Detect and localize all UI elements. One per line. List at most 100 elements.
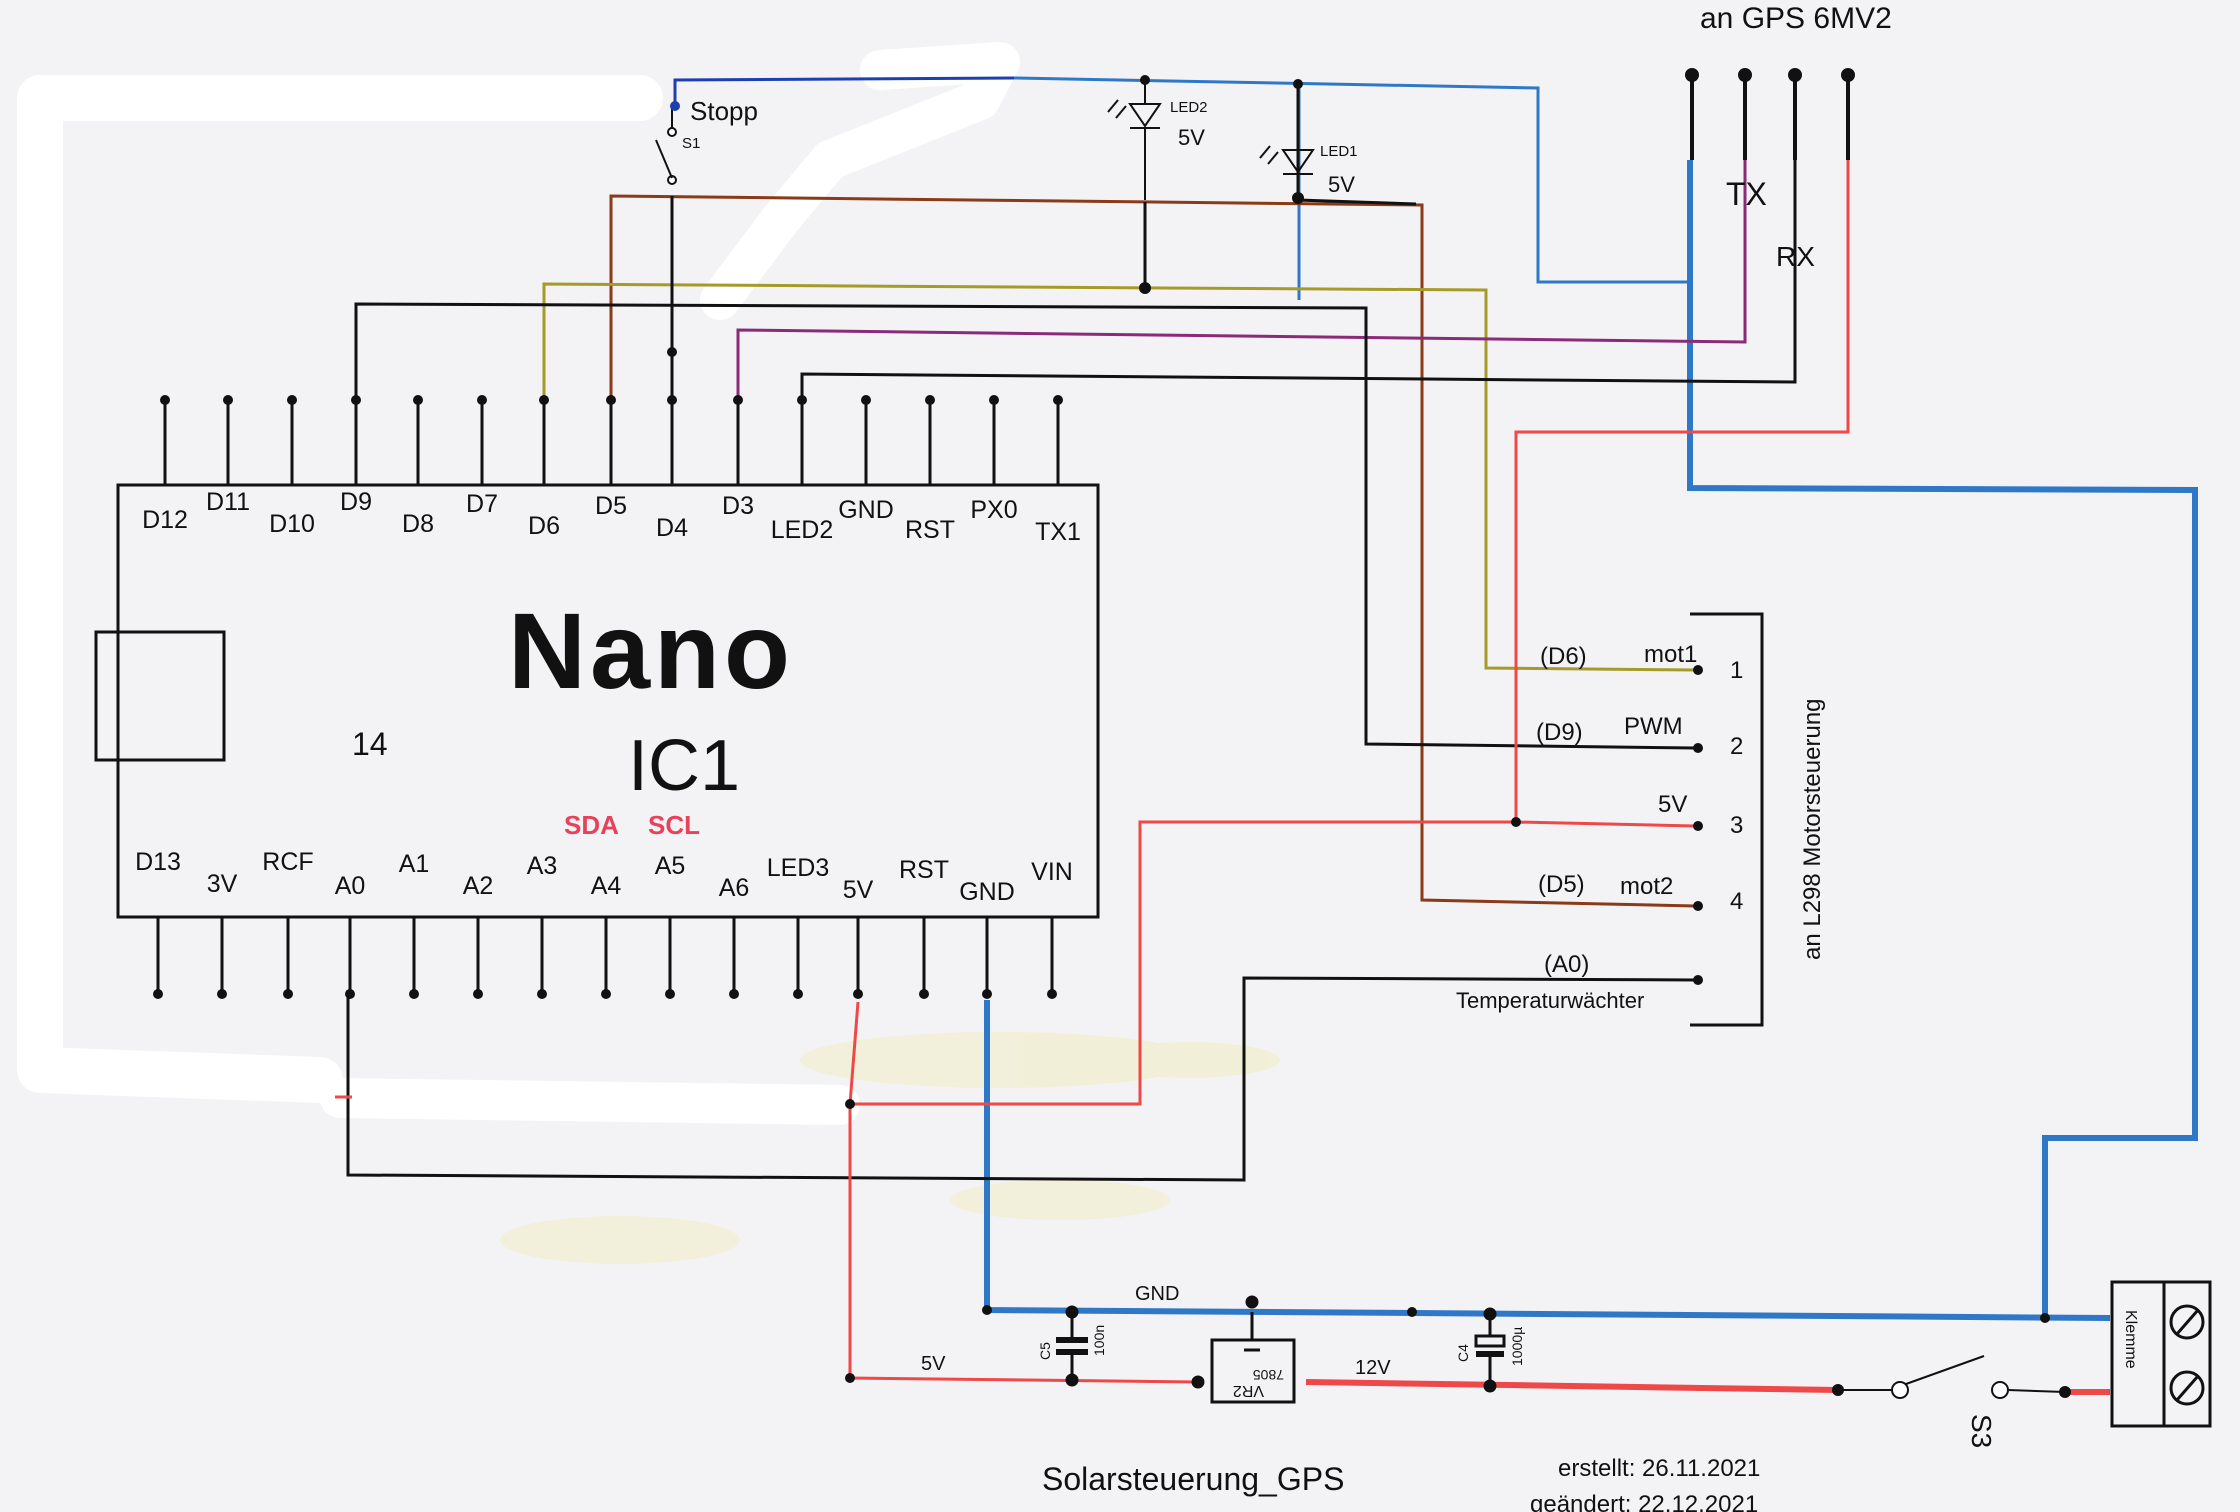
- motor-title: an L298 Motorsteuerung: [1799, 698, 1826, 960]
- gps-tx-label: TX: [1726, 176, 1767, 212]
- nano-bottom-pin-label: 5V: [843, 876, 874, 904]
- gps-title: an GPS 6MV2: [1700, 2, 1892, 35]
- motor-terminals: [1693, 665, 1703, 985]
- nano-bottom-pin-a1: A1: [399, 850, 429, 999]
- led2-ref: LED2: [1170, 99, 1208, 116]
- nano-top-pin-gnd: GND: [838, 395, 894, 524]
- wire-olive: [542, 282, 1696, 672]
- power-gnd-label: GND: [1135, 1283, 1179, 1305]
- switch-s1-ref: S1: [682, 135, 700, 152]
- nano-usb-port: [94, 630, 226, 762]
- wire-black: [346, 78, 1797, 1182]
- capacitor-c5: [1056, 1305, 1088, 1387]
- gps-connector-pins: [1685, 68, 1855, 160]
- nano-bottom-pin-a4: A4: [591, 872, 622, 999]
- nano-top-pin-d8: D8: [402, 395, 434, 538]
- nano-bottom-pin-label: LED3: [767, 854, 830, 882]
- wire-stopp-dark-blue: [673, 76, 1015, 105]
- nano-bottom-pin-label: 3V: [207, 870, 238, 898]
- led1-voltage: 5V: [1328, 172, 1355, 197]
- nano-top-pin-label: D7: [466, 490, 498, 518]
- nano-top-pin-d12: D12: [142, 395, 188, 534]
- c4-value: 1000µ: [1509, 1327, 1525, 1366]
- c5-ref: C5: [1037, 1342, 1053, 1360]
- nano-bottom-pin-label: RCF: [262, 848, 313, 876]
- nano-bottom-pin-d13: D13: [135, 848, 181, 999]
- terminal-label: Klemme: [2122, 1310, 2139, 1369]
- gps-rx-label: RX: [1776, 241, 1815, 272]
- motor-row4-number: 4: [1730, 888, 1743, 915]
- nano-bottom-pin-label: A6: [719, 874, 750, 902]
- nano-bottom-pin-label: A2: [463, 872, 494, 900]
- nano-bottom-pin-vin: VIN: [1031, 858, 1073, 999]
- nano-bottom-pin-label: A0: [335, 872, 366, 900]
- motor-row2-signal: PWM: [1624, 713, 1683, 740]
- nano-top-pin-tx1: TX1: [1035, 395, 1081, 546]
- nano-bottom-pin-rst: RST: [899, 856, 949, 999]
- nano-bottom-pin-5v: 5V: [843, 876, 874, 999]
- nano-top-pin-label: D11: [206, 488, 250, 516]
- nano-bottom-pin-a2: A2: [463, 872, 494, 999]
- nano-top-pin-d10: D10: [269, 395, 315, 538]
- motor-row1-signal: mot1: [1644, 641, 1697, 668]
- nano-number: 14: [352, 726, 388, 762]
- switch-s3: [1832, 1355, 2071, 1399]
- nano-top-pin-d5: D5: [595, 395, 627, 520]
- wire-brown: [609, 194, 1696, 908]
- nano-bottom-pin-label: GND: [959, 878, 1015, 906]
- nano-bottom-pin-label: D13: [135, 848, 181, 876]
- nano-bottom-pin-label: A3: [527, 852, 558, 880]
- motor-row2-pin: (D9): [1536, 719, 1583, 746]
- nano-bottom-pin-rcf: RCF: [262, 848, 314, 999]
- nano-top-pin-label: TX1: [1035, 518, 1081, 546]
- footer-created: erstellt: 26.11.2021: [1558, 1455, 1760, 1482]
- motor-row3-signal: 5V: [1658, 791, 1687, 818]
- junction-dots: [667, 347, 2050, 1383]
- motor-bracket: [1690, 612, 1764, 1027]
- nano-top-pin-label: D9: [340, 488, 372, 516]
- nano-bottom-pin-label: RST: [899, 856, 949, 884]
- c4-ref: C4: [1455, 1344, 1471, 1362]
- nano-bottom-pin-label: A5: [655, 852, 686, 880]
- nano-top-pin-d3: D3: [722, 395, 754, 520]
- nano-bottom-pin-gnd: GND: [959, 878, 1015, 999]
- terminal-block: [2110, 1280, 2212, 1428]
- nano-top-pin-label: D4: [656, 514, 688, 542]
- nano-top-pin-px0: PX0: [970, 395, 1018, 524]
- switch-s1: [655, 101, 680, 185]
- regulator-vr2: [1191, 1295, 1296, 1404]
- nano-top-pin-d7: D7: [466, 395, 498, 518]
- nano-top-pin-d11: D11: [206, 395, 250, 516]
- nano-bottom-pin-a5: A5: [655, 852, 686, 999]
- nano-name: Nano: [508, 590, 794, 711]
- nano-top-pin-label: D6: [528, 512, 560, 540]
- switch-s3-label: S3: [1966, 1414, 1997, 1448]
- nano-bottom-pin-label: VIN: [1031, 858, 1073, 886]
- nano-bottom-pin-3v: 3V: [207, 870, 238, 999]
- motor-row2-number: 2: [1730, 733, 1743, 760]
- nano-bottom-pin-label: A4: [591, 872, 622, 900]
- motor-row4-pin: (D5): [1538, 871, 1585, 898]
- switch-s1-label: Stopp: [690, 96, 758, 126]
- vr2-value: 7805: [1253, 1367, 1284, 1383]
- nano-bottom-pin-a0: A0: [335, 872, 366, 999]
- power-12v-label: 12V: [1355, 1357, 1391, 1379]
- led1-ref: LED1: [1320, 143, 1358, 160]
- motor-row1-pin: (D6): [1540, 643, 1587, 670]
- whiteout-marks: [17, 42, 1020, 1125]
- nano-top-pin-rst: RST: [905, 395, 955, 544]
- led1-symbol: [1259, 79, 1315, 204]
- nano-top-pin-label: D8: [402, 510, 434, 538]
- footer-title: Solarsteuerung_GPS: [1042, 1461, 1344, 1497]
- nano-top-pin-led2: LED2: [771, 395, 833, 544]
- nano-bottom-pin-a6: A6: [719, 874, 750, 999]
- nano-top-pin-label: D5: [595, 492, 627, 520]
- power-5v-label: 5V: [921, 1353, 946, 1375]
- nano-top-pin-label: GND: [838, 496, 894, 524]
- footer-changed: geändert: 22.12.2021: [1530, 1491, 1758, 1512]
- led2-symbol: [1107, 75, 1162, 294]
- nano-top-pin-d4: D4: [656, 395, 688, 542]
